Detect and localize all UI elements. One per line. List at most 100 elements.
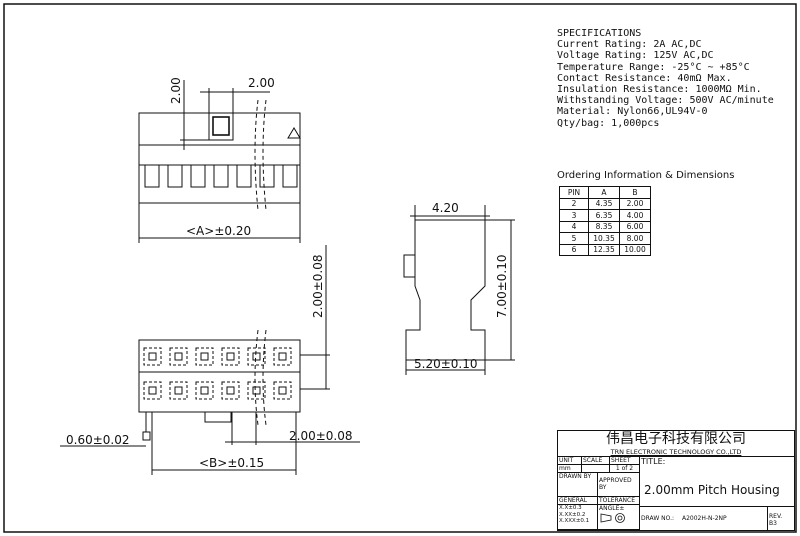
cell: 6.00 xyxy=(619,220,651,233)
col-pitch-label: 2.00±0.08 xyxy=(289,429,353,443)
scale-label: SCALE xyxy=(582,457,610,465)
contact-pin xyxy=(148,386,157,395)
housing-tooth xyxy=(167,165,183,188)
contact-pin xyxy=(174,352,183,361)
contact-pin xyxy=(252,386,261,395)
cell: 2.00 xyxy=(619,197,651,210)
approved-by: APPROVED BY xyxy=(598,473,640,497)
contact-cavity xyxy=(273,347,292,366)
general-label: GENERAL xyxy=(558,497,598,505)
housing-tooth xyxy=(190,165,206,188)
cell: 5 xyxy=(559,232,589,245)
spec-line: Contact Resistance: 40mΩ Max. xyxy=(557,72,732,84)
drawn-by: DRAWN BY xyxy=(558,473,598,497)
draw-no-cell: DRAW NO.: A2002H-N-2NP xyxy=(640,507,768,530)
ordering-title: Ordering Information & Dimensions xyxy=(557,170,735,181)
rev-value: B3 xyxy=(769,520,777,527)
cell: 6.35 xyxy=(588,209,620,222)
header-b: B xyxy=(619,186,651,199)
contact-cavity xyxy=(195,381,214,400)
contact-cavity xyxy=(221,347,240,366)
contact-cavity xyxy=(143,347,162,366)
housing-tooth xyxy=(282,165,298,188)
contact-pin xyxy=(278,386,287,395)
housing-tooth xyxy=(144,165,160,188)
contact-pin xyxy=(174,386,183,395)
housing-tooth xyxy=(236,165,252,188)
table-header-row: PIN A B xyxy=(559,186,651,199)
spec-heading: SPECIFICATIONS xyxy=(557,28,642,39)
cell: 8.35 xyxy=(588,220,620,233)
unit-label: UNIT xyxy=(558,457,582,465)
header-a: A xyxy=(588,186,620,199)
contact-pin xyxy=(278,352,287,361)
contact-cavity xyxy=(143,381,162,400)
front-view xyxy=(60,245,360,475)
spec-line: Insulation Resistance: 1000MΩ Min. xyxy=(557,84,762,96)
angle-label: ANGLE± xyxy=(599,505,625,512)
contact-pin xyxy=(148,352,157,361)
tolerance-2: X.XX±0.2 xyxy=(559,511,586,518)
header-pin: PIN xyxy=(559,186,589,199)
side-width-label: 4.20 xyxy=(432,201,459,215)
cell: 12.35 xyxy=(588,243,620,256)
title-value: 2.00mm Pitch Housing xyxy=(640,473,794,507)
sheet-border xyxy=(3,3,797,533)
contact-cavity xyxy=(195,347,214,366)
tolerance-1: X.X±0.3 xyxy=(559,505,582,511)
housing-tooth xyxy=(259,165,275,188)
spec-line: Temperature Range: -25°C ~ +85°C xyxy=(557,61,750,73)
cell: 4 xyxy=(559,220,589,233)
company-name-cn: 伟昌电子科技有限公司 xyxy=(606,431,746,447)
sheet-label: SHEET xyxy=(610,457,640,465)
cell: 8.00 xyxy=(619,232,651,245)
contact-pin xyxy=(252,352,261,361)
dim-a-label: <A>±0.20 xyxy=(186,224,251,238)
rev-cell: REV. B3 xyxy=(768,507,794,530)
side-base-label: 5.20±0.10 xyxy=(414,357,478,371)
tolerance-label: TOLERANCE xyxy=(598,497,640,505)
side-view xyxy=(403,205,515,375)
cell: 6 xyxy=(559,243,589,256)
projection-symbol-icon xyxy=(600,513,625,523)
spec-line: Qty/bag: 1,000pcs xyxy=(557,117,660,129)
side-height-label: 7.00±0.10 xyxy=(495,255,509,319)
spec-line: Current Rating: 2A AC,DC xyxy=(557,39,702,51)
specifications-block: SPECIFICATIONS Current Rating: 2A AC,DC … xyxy=(557,28,774,129)
tolerance-values: X.X±0.3 X.XX±0.2 X.XXX±0.1 xyxy=(558,505,598,530)
dim-b-label: <B>±0.15 xyxy=(199,456,264,470)
draw-no-value: A2002H-N-2NP xyxy=(681,515,727,522)
housing-tooth xyxy=(213,165,229,188)
scale-value xyxy=(582,465,610,473)
contact-cavity xyxy=(247,347,266,366)
cell: 4.35 xyxy=(588,197,620,210)
unit-value: mm xyxy=(558,465,582,473)
contact-pin xyxy=(226,352,235,361)
company-cell: 伟昌电子科技有限公司 TRN ELECTRONIC TECHNOLOGY CO.… xyxy=(558,431,794,457)
cell: 4.00 xyxy=(619,209,651,222)
draw-no-label: DRAW NO.: xyxy=(641,515,675,522)
top-view xyxy=(138,80,301,243)
contact-pin xyxy=(226,386,235,395)
title-block: 伟昌电子科技有限公司 TRN ELECTRONIC TECHNOLOGY CO.… xyxy=(557,430,795,531)
cell: 10.00 xyxy=(619,243,651,256)
spec-line: Withstanding Voltage: 500V AC/minute xyxy=(557,95,774,107)
contact-cavity xyxy=(221,381,240,400)
angle-cell: ANGLE± xyxy=(598,505,640,530)
sheet-value: 1 of 2 xyxy=(610,465,640,473)
row-pitch-label: 2.00±0.08 xyxy=(311,255,325,319)
company-name-en: TRN ELECTRONIC TECHNOLOGY CO.,LTD xyxy=(610,448,742,456)
title-label: TITLE: xyxy=(641,457,666,466)
cell: 10.35 xyxy=(588,232,620,245)
cell: 3 xyxy=(559,209,589,222)
rev-label: REV. xyxy=(769,513,783,520)
tolerance-3: X.XXX±0.1 xyxy=(559,518,590,524)
contact-cavity xyxy=(273,381,292,400)
